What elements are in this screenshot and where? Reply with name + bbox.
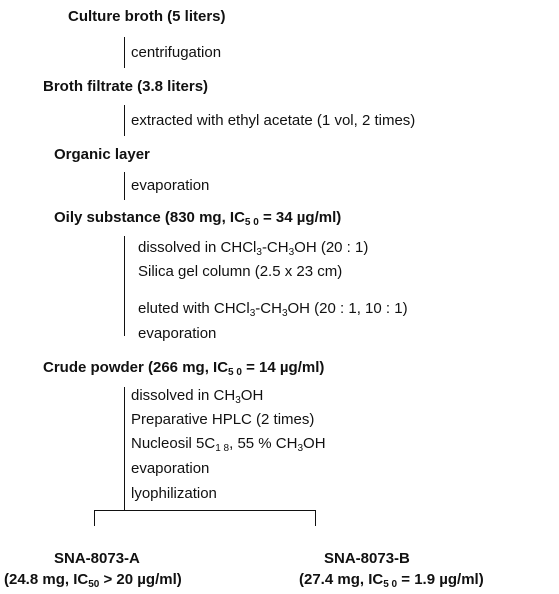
connector-line-1 [124,37,126,68]
branch-drop-b [315,510,317,526]
connector-line-5 [124,387,126,510]
op-evaporation-3: evaporation [131,460,210,477]
op-evaporation-1: evaporation [131,177,210,194]
op-silica-gel-column: Silica gel column (2.5 x 23 cm) [138,263,343,280]
step-organic-layer: Organic layer [54,146,150,163]
connector-line-3 [124,172,126,200]
op-centrifugation: centrifugation [131,44,222,61]
step-culture-broth: Culture broth (5 liters) [68,8,226,25]
product-a-details: (24.8 mg, IC50 > 20 µg/ml) [4,571,182,590]
step-crude-powder: Crude powder (266 mg, IC5 0 = 14 µg/ml) [43,359,325,378]
branch-drop-a [94,510,96,526]
step-broth-filtrate: Broth filtrate (3.8 liters) [43,78,209,95]
step-oily-substance: Oily substance (830 mg, IC5 0 = 34 µg/ml… [54,209,342,228]
op-dissolved-ch3oh: dissolved in CH3OH [131,387,264,406]
connector-line-4 [124,236,126,336]
connector-line-2 [124,105,126,136]
product-b-details: (27.4 mg, IC5 0 = 1.9 µg/ml) [299,571,484,590]
product-a-name: SNA-8073-A [54,550,140,567]
op-dissolved-chcl3: dissolved in CHCl3-CH3OH (20 : 1) [138,239,369,258]
op-evaporation-2: evaporation [138,325,217,342]
product-b-name: SNA-8073-B [324,550,410,567]
branch-line [94,510,316,512]
op-extraction: extracted with ethyl acetate (1 vol, 2 t… [131,112,416,129]
op-preparative-hplc: Preparative HPLC (2 times) [131,411,315,428]
op-nucleosil: Nucleosil 5C1 8, 55 % CH3OH [131,435,326,454]
op-lyophilization: lyophilization [131,485,217,502]
op-eluted: eluted with CHCl3-CH3OH (20 : 1, 10 : 1) [138,300,408,319]
